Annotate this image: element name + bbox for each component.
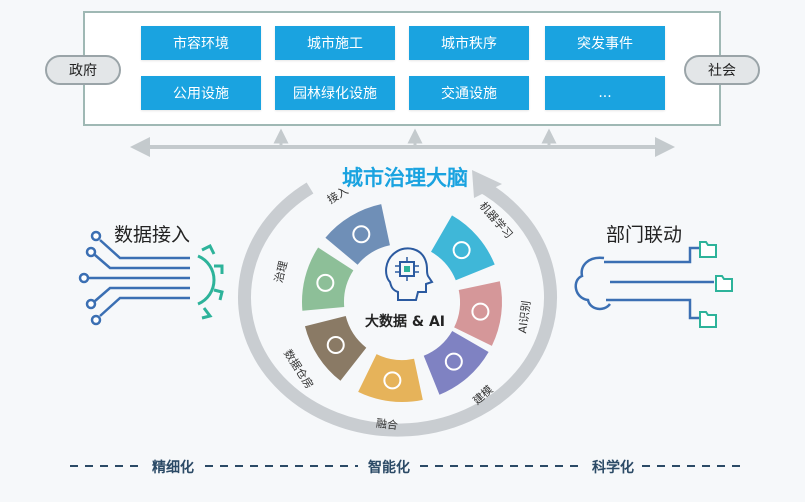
segment-fusion[interactable] [358, 354, 423, 402]
gear-icon [197, 243, 224, 320]
brain-head-icon [385, 247, 434, 301]
tile-landscaping[interactable]: 园林绿化设施 [275, 76, 395, 110]
merge-arrow-icon [383, 371, 402, 390]
segment-modeling[interactable] [423, 331, 489, 395]
cubes-icon [444, 352, 463, 371]
up-arrows [273, 128, 557, 147]
bottom-label-scientific: 科学化 [592, 460, 634, 476]
segment-data-warehouse[interactable] [304, 316, 367, 381]
government-pill: 政府 [45, 55, 121, 85]
calendar-icon [326, 336, 345, 355]
bottom-label-intelligent: 智能化 [368, 460, 410, 476]
tile-traffic[interactable]: 交通设施 [409, 76, 529, 110]
tile-city-appearance[interactable]: 市容环境 [141, 26, 261, 60]
tile-emergency[interactable]: 突发事件 [545, 26, 665, 60]
network-icon [452, 241, 471, 260]
cycle-arc [238, 170, 557, 437]
tile-city-order[interactable]: 城市秩序 [409, 26, 529, 60]
society-pill: 社会 [684, 55, 760, 85]
tile-city-construction[interactable]: 城市施工 [275, 26, 395, 60]
segment-ai-recognition[interactable] [454, 281, 502, 346]
sliders-icon [352, 225, 371, 244]
city-brain-title: 城市治理大脑 [342, 166, 468, 190]
department-linkage-label: 部门联动 [606, 224, 683, 246]
tile-more[interactable]: ... [545, 76, 665, 110]
segment-machine-learning[interactable] [431, 215, 495, 281]
recycle-icon [316, 273, 335, 292]
segment-ai-recognition-label: AI识别 [516, 300, 533, 334]
ai-head-icon [471, 302, 490, 321]
segment-access[interactable] [325, 204, 390, 265]
circuit-icon [78, 230, 190, 326]
cloud-icon [574, 246, 714, 320]
tile-public-facilities[interactable]: 公用设施 [141, 76, 261, 110]
segment-fusion-label: 融合 [375, 416, 399, 433]
data-access-label: 数据接入 [114, 224, 191, 246]
big-data-ai-label: 大数据 & AI [364, 314, 445, 330]
segment-governance[interactable] [302, 247, 354, 311]
folder-icons [699, 241, 733, 328]
bottom-label-refined: 精细化 [152, 460, 194, 476]
segment-governance-label: 治理 [271, 259, 290, 284]
